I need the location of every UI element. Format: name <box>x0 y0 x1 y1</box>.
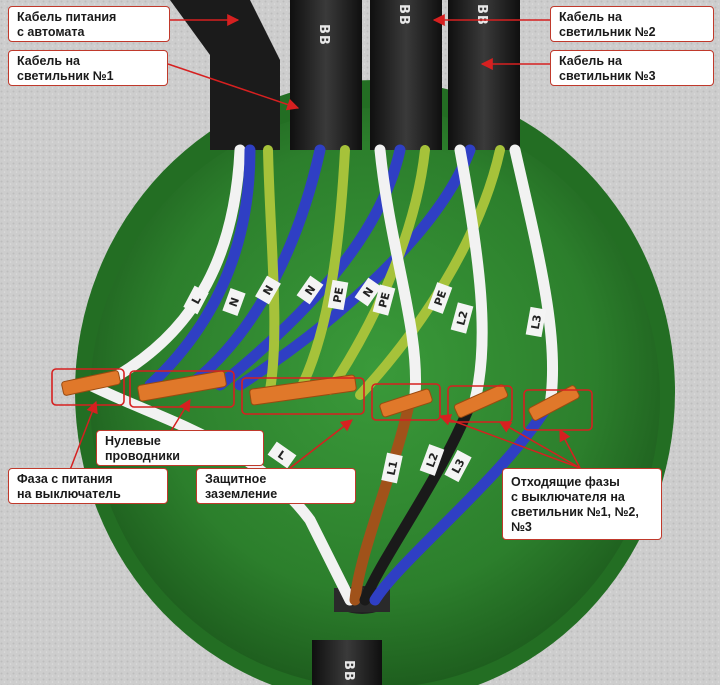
cable-marking-2: ВВ <box>396 4 411 26</box>
clamp-l1 <box>379 388 433 418</box>
lamp3-cable <box>448 0 520 150</box>
arrow-out-l2 <box>498 421 581 469</box>
callout-ground: Защитное заземление <box>196 468 356 504</box>
tag-l1-bottom <box>381 452 403 484</box>
switch-cable <box>312 640 382 685</box>
wire-tags: L N N N PE N PE PE L2 L3 L L1 L2 L3 <box>183 275 547 484</box>
clamp-neutral <box>137 370 227 402</box>
wire-phase-lamp2 <box>454 144 488 406</box>
tag-n2 <box>255 275 281 305</box>
callout-lamp3-cable: Кабель на светильник №3 <box>550 50 714 86</box>
tag-n3 <box>296 275 324 305</box>
wires <box>84 144 559 606</box>
tag-l3-bottom-text: L3 <box>449 457 467 476</box>
callout-lamp2-cable: Кабель на светильник №2 <box>550 6 714 42</box>
top-cables: ВВ ВВ ВВ <box>170 0 520 150</box>
callout-supply-cable: Кабель питания с автомата <box>8 6 170 42</box>
tag-n1 <box>222 287 246 317</box>
pointer-arrows <box>69 13 581 471</box>
tag-pe1-text: PE <box>331 286 347 304</box>
wire-phase-lamp1 <box>374 144 422 401</box>
tag-l3-bottom <box>444 449 472 483</box>
wire-ground-supply <box>263 145 280 395</box>
frame-l2 <box>447 385 513 423</box>
frame-l1 <box>371 383 441 421</box>
wire-ground-lamp1 <box>295 145 350 395</box>
tag-pe2 <box>372 284 396 316</box>
wire-switch-l2 <box>359 399 476 606</box>
tag-l-supply <box>183 285 209 315</box>
frame-l3 <box>523 389 593 431</box>
callout-phase-supply: Фаза с питания на выключатель <box>8 468 168 504</box>
callout-lamp1-cable: Кабель на светильник №1 <box>8 50 168 86</box>
tag-pe3-text: PE <box>432 289 450 308</box>
lamp1-cable <box>290 0 362 150</box>
wire-neutral-lamp3 <box>234 144 476 391</box>
tag-l2-bottom <box>419 444 445 476</box>
wire-supply-phase <box>104 144 246 386</box>
tag-n1-text: N <box>227 296 242 309</box>
callout-outgoing-phases: Отходящие фазы с выключателя на светильн… <box>502 468 662 540</box>
tag-pe2-text: PE <box>376 291 393 309</box>
arrow-phase-supply <box>69 400 98 471</box>
cable-marking-1: ВВ <box>316 24 331 46</box>
tag-pe1 <box>327 279 349 311</box>
tag-l3-top-text: L3 <box>529 314 544 331</box>
tag-l1-bottom-text: L1 <box>385 460 401 477</box>
cable-marking-bottom: ВВ <box>341 660 356 682</box>
tag-n4 <box>354 277 382 307</box>
frame-ground <box>241 377 365 415</box>
arrow-out-l1 <box>438 414 581 469</box>
arrow-ground <box>289 419 353 469</box>
tag-l-bottom <box>267 441 297 469</box>
clamp-ground <box>249 374 357 406</box>
arrow-out-l3 <box>559 428 581 469</box>
tag-pe3 <box>427 282 453 314</box>
tag-l2-top <box>450 302 474 334</box>
wire-phase-lamp3 <box>509 144 559 411</box>
tag-l2-bottom-text: L2 <box>424 451 441 469</box>
tag-l2-top-text: L2 <box>454 309 470 327</box>
lamp2-cable <box>370 0 442 150</box>
clamp-phase-supply <box>61 370 121 396</box>
wire-ground-lamp2 <box>325 145 430 395</box>
arrow-lamp1 <box>167 63 300 111</box>
callout-neutral: Нулевые проводники <box>96 430 264 466</box>
supply-cable <box>170 0 280 150</box>
wire-switch-l1 <box>349 394 416 606</box>
cable-marking-3: ВВ <box>474 4 489 26</box>
clamp-l2 <box>453 384 509 418</box>
wire-ground-lamp3 <box>355 145 505 400</box>
wire-neutral-supply <box>144 144 256 391</box>
tag-l3-top <box>525 306 547 338</box>
clamp-terminals <box>61 370 580 421</box>
